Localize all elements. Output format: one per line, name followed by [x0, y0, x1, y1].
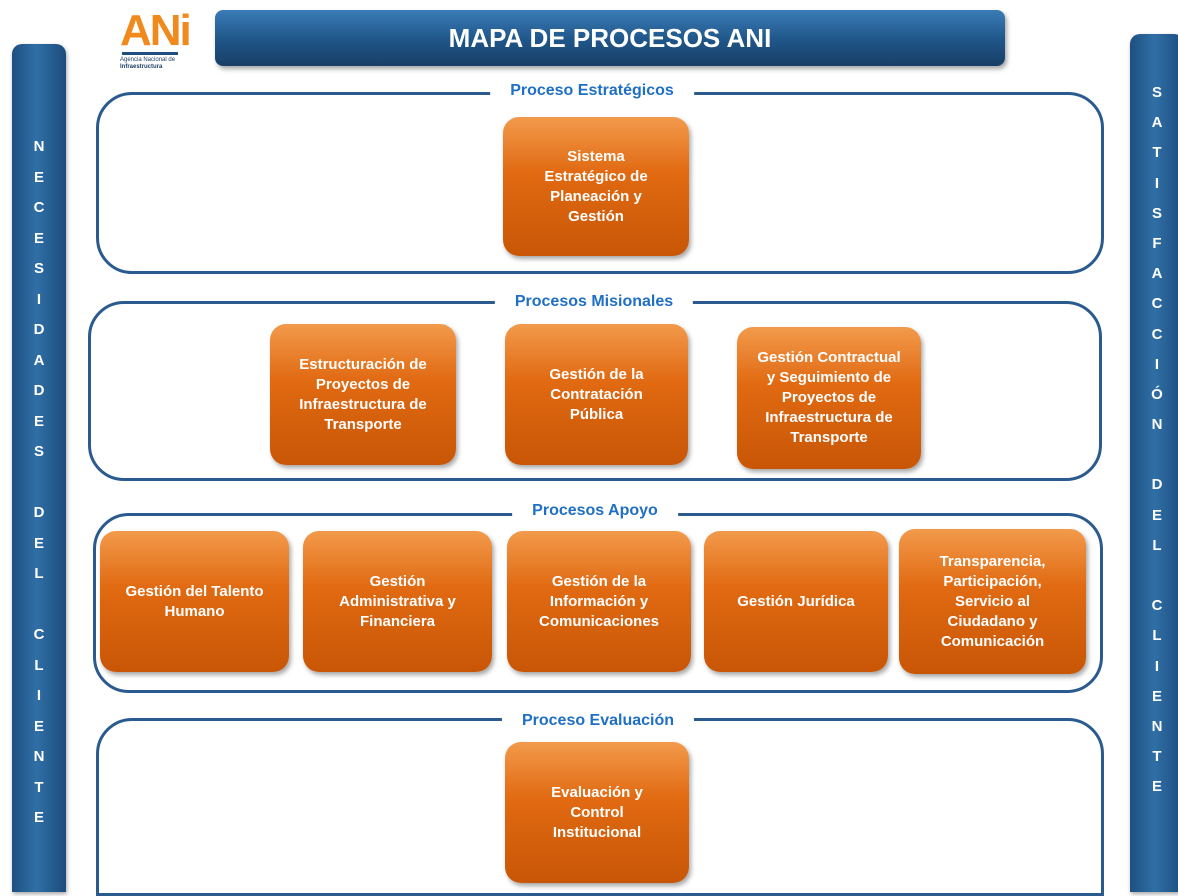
left-bar-letter: L [34, 565, 44, 582]
right-bar-letter: E [1151, 687, 1162, 705]
right-bar-letter: C [1151, 597, 1163, 615]
left-bar-letter: C [33, 626, 45, 643]
right-bar-letter: S [1151, 84, 1162, 101]
left-bar-letter: E [33, 412, 44, 430]
right-bar-letter: T [1152, 144, 1162, 162]
left-bar-letter: D [33, 321, 45, 338]
section-title-evaluacion: Proceso Evaluación [501, 711, 695, 731]
box-informacion: Gestión de la Información y Comunicacion… [507, 531, 691, 672]
section-title-misionales: Procesos Misionales [494, 292, 694, 312]
logo-mark: ANi [120, 6, 192, 55]
logo-subtitle: Agencia Nacional de Infraestructura [120, 57, 175, 71]
section-title-estrategicos: Proceso Estratégicos [490, 81, 694, 101]
right-bar-letter: I [1154, 657, 1160, 675]
right-bar-letter: L [1152, 627, 1162, 645]
box-gestion-contractual: Gestión Contractual y Seguimiento de Pro… [737, 327, 921, 469]
left-bar-letter: D [33, 382, 45, 399]
right-bar-letter: A [1151, 265, 1163, 283]
left-bar-letter: E [33, 168, 44, 186]
right-bar-letter [1130, 561, 1178, 591]
logo-subtitle-line2: Infraestructura [120, 64, 163, 70]
right-bar-letter: F [1152, 234, 1162, 252]
box-evaluacion-control: Evaluación y Control Institucional [505, 742, 689, 883]
box-sistema-estrategico: Sistema Estratégico de Planeación y Gest… [503, 117, 689, 256]
right-bar-letter: T [1152, 748, 1162, 766]
left-bar-letter: N [33, 138, 45, 155]
right-bar-letter: I [1154, 355, 1160, 373]
box-administrativa: Gestión Administrativa y Financiera [303, 531, 492, 672]
left-bar-letter: D [33, 504, 45, 521]
right-bar-letter: C [1151, 295, 1163, 313]
right-bar-letter: N [1151, 416, 1163, 434]
left-bar-letter: S [33, 260, 44, 277]
box-juridica: Gestión Jurídica [704, 531, 888, 672]
left-bar-letter [12, 590, 66, 621]
left-bar-letter: E [33, 809, 44, 826]
box-contratacion: Gestión de la Contratación Pública [505, 324, 688, 465]
ani-logo: ANi Agencia Nacional de Infraestructura [114, 6, 194, 72]
right-bar-letter: I [1154, 174, 1160, 192]
right-bar-letter: A [1151, 114, 1163, 132]
left-bar-letter: C [33, 199, 45, 216]
right-bar-letter: C [1151, 325, 1163, 343]
left-bar-letter [12, 468, 66, 499]
left-bar-letter: T [34, 778, 44, 796]
logo-subtitle-line1: Agencia Nacional de [120, 57, 176, 63]
right-bar-letter: N [1151, 717, 1163, 735]
right-bar-letter: E [1151, 778, 1162, 796]
left-bar-letter: N [33, 748, 45, 765]
section-title-apoyo: Procesos Apoyo [512, 501, 678, 521]
right-bar-letter [1130, 440, 1178, 470]
left-bar-letter: A [33, 351, 45, 369]
right-bar-letter: S [1151, 204, 1162, 222]
right-bar-letter: E [1151, 506, 1162, 524]
right-bar-letter: L [1152, 536, 1162, 554]
left-bar-letter: S [33, 443, 44, 460]
left-bar-letter: I [36, 687, 42, 704]
left-bar-letter: E [33, 229, 44, 247]
box-transparencia: Transparencia, Participación, Servicio a… [899, 529, 1086, 674]
left-bar-letter: E [33, 717, 44, 735]
left-bar-letter: L [34, 656, 44, 674]
left-bar-letter: E [33, 534, 44, 552]
right-bar-letter: Ó [1151, 385, 1163, 403]
box-estructuracion: Estructuración de Proyectos de Infraestr… [270, 324, 456, 465]
left-bar-letter: I [36, 290, 42, 308]
right-bar-letter: D [1151, 476, 1163, 494]
box-talento-humano: Gestión del Talento Humano [100, 531, 289, 672]
page-title: MAPA DE PROCESOS ANI [215, 10, 1005, 66]
logo-underline [122, 52, 178, 55]
